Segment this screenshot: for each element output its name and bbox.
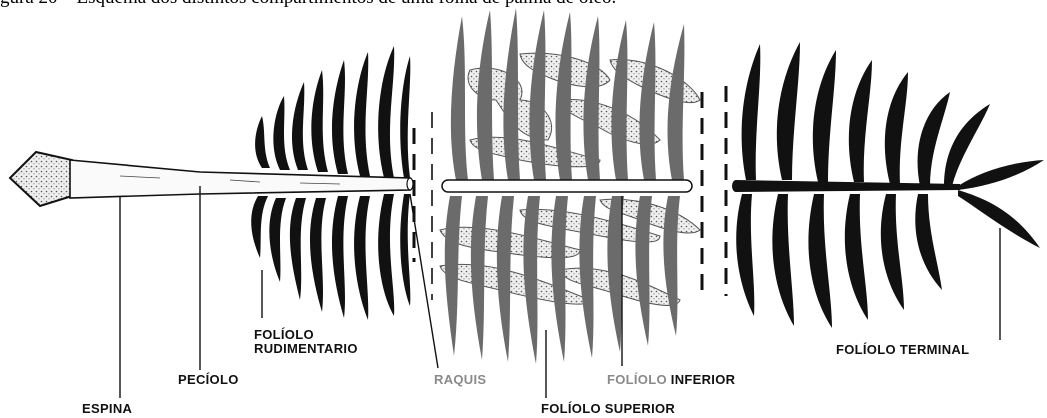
section-divider-right [702, 86, 726, 296]
label-foliolo-superior: FOLÍOLO SUPERIOR [541, 402, 675, 416]
label-foliolo-inferior-a: FOLÍOLO [607, 372, 667, 387]
spine-base [10, 152, 72, 206]
label-foliolo-inferior-b: INFERIOR [671, 372, 736, 387]
label-foliolo-rudimentario-line1: FOLÍOLO [254, 328, 314, 342]
label-peciolo: PECÍOLO [178, 373, 239, 387]
label-foliolo-inferior: FOLÍOLO INFERIOR [607, 373, 735, 387]
rachis-middle [442, 180, 692, 192]
label-espina: ESPINA [82, 402, 132, 416]
label-foliolo-rudimentario-line2: RUDIMENTARIO [254, 342, 358, 356]
label-raquis: RAQUIS [434, 373, 486, 387]
label-foliolo-terminal: FOLÍOLO TERMINAL [836, 343, 969, 357]
